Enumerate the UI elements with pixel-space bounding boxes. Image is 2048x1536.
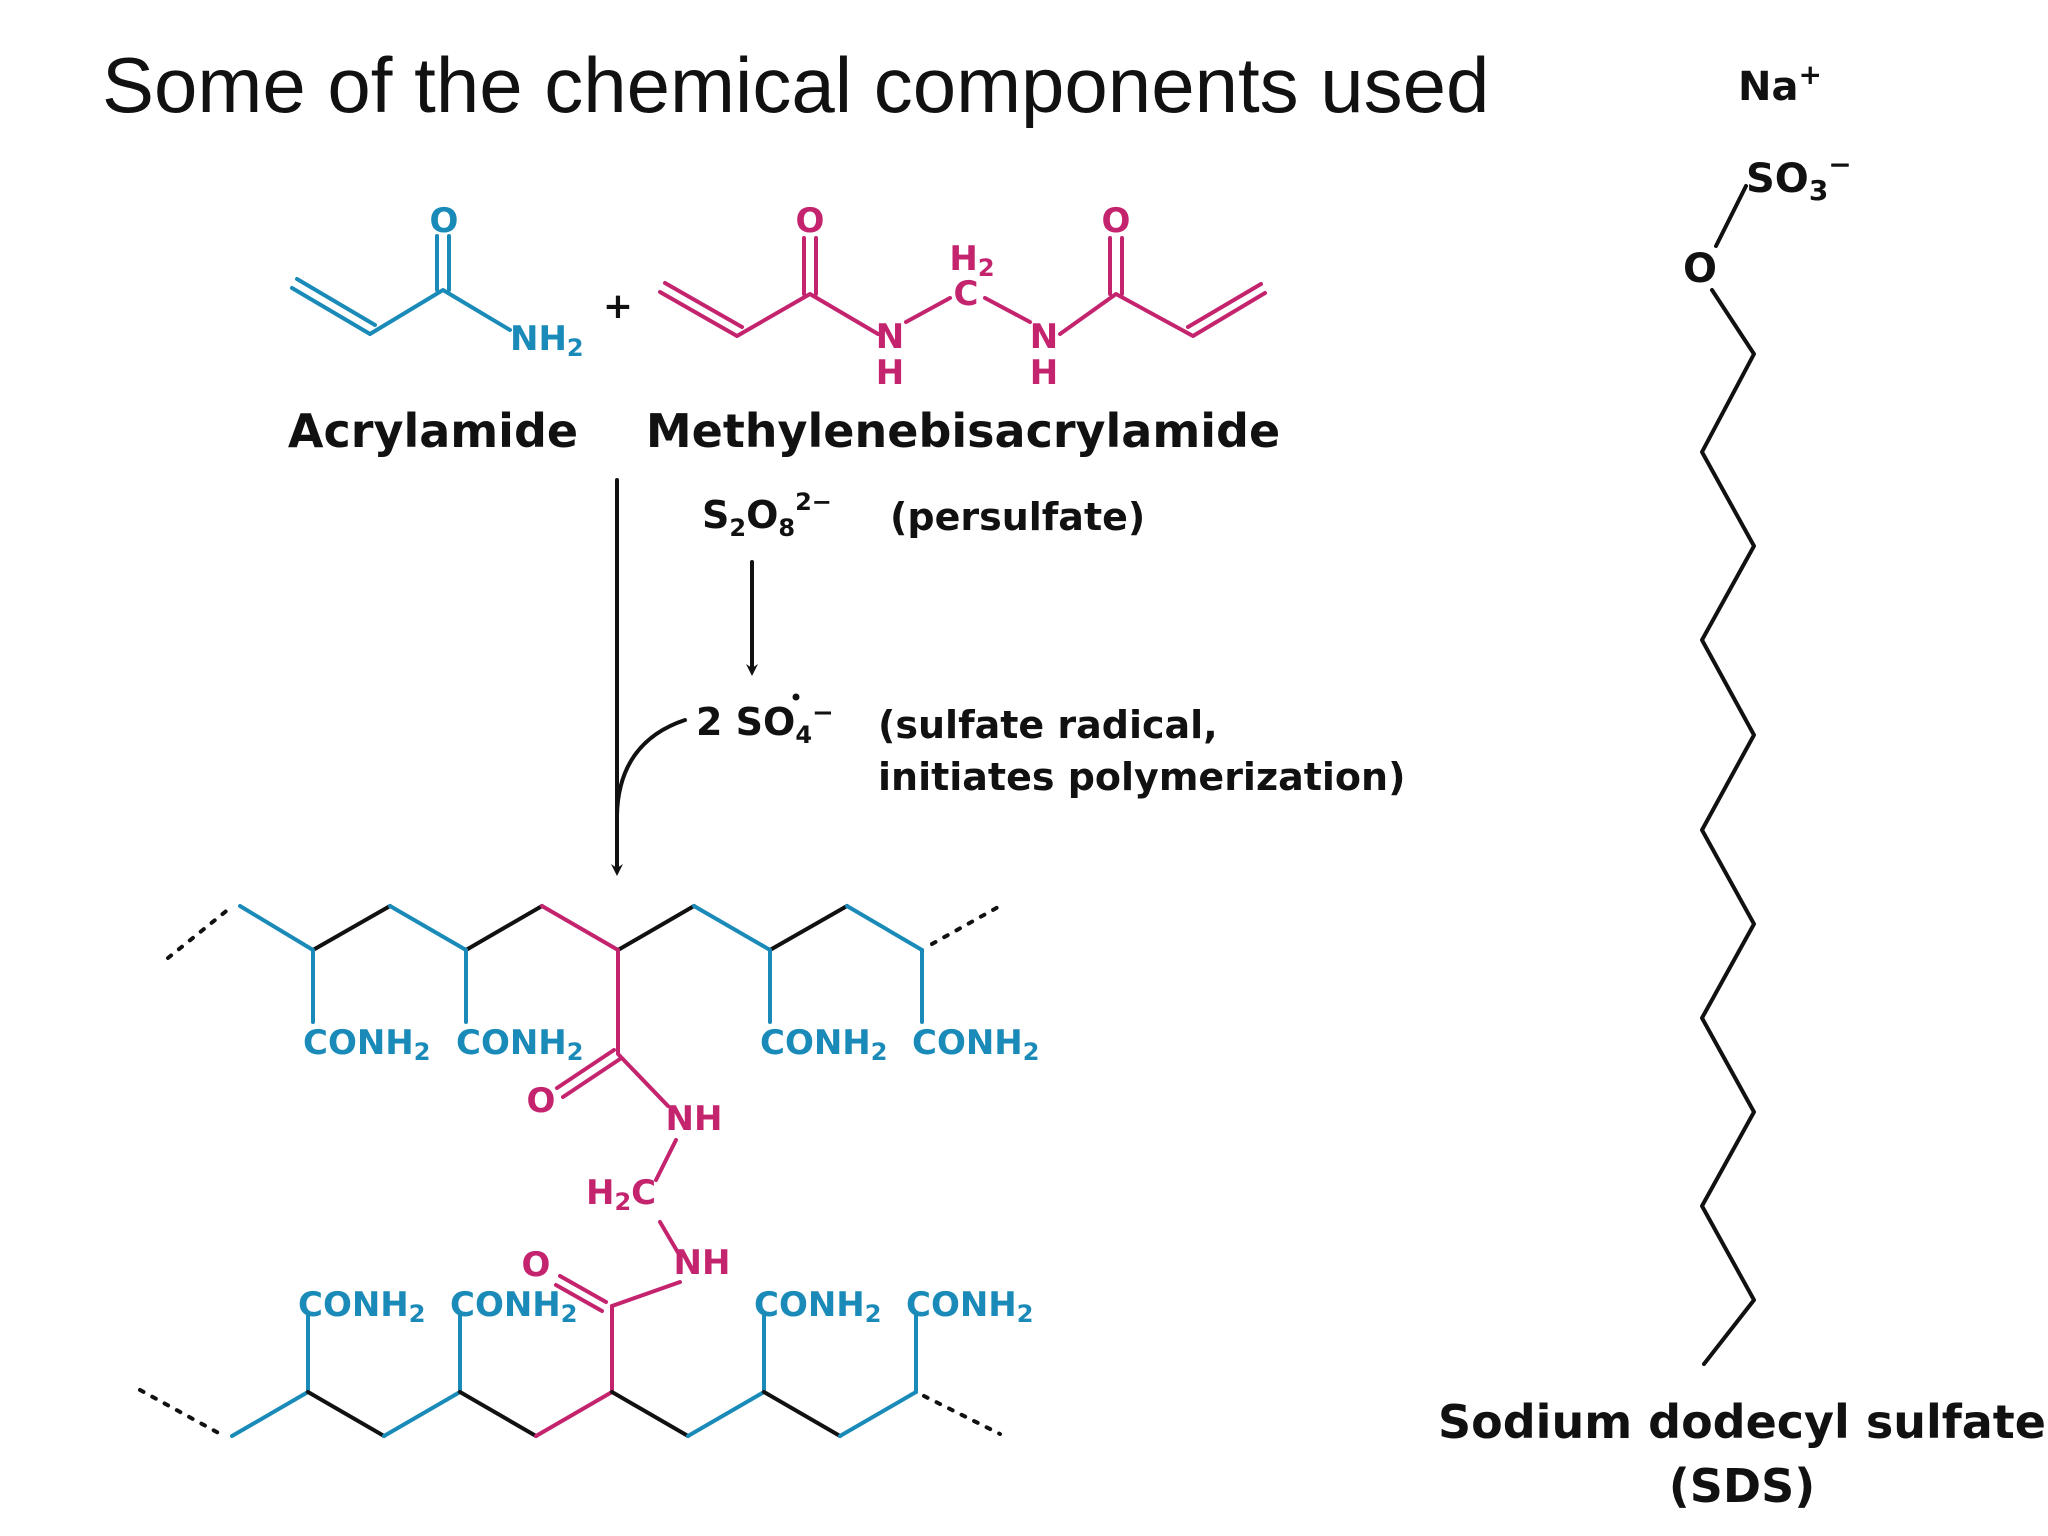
radical-label-line2: initiates polymerization) <box>878 755 1405 799</box>
bottom-seg-6 <box>610 1390 690 1438</box>
radical-formula: 2 SO4− <box>696 698 834 749</box>
bis-nc-bond-left <box>904 296 952 324</box>
top-seg-2 <box>311 904 392 952</box>
sds-sodium-ion: Na+ <box>1738 58 1822 110</box>
bis-left-skeleton <box>658 290 880 338</box>
polymer-bottom-chain: CONH2 CONH2 CONH2 CONH2 <box>138 1285 1033 1438</box>
crosslink-ch2-to-nh <box>658 1220 682 1258</box>
bottom-seg-3 <box>382 1390 462 1438</box>
top-seg-1 <box>238 904 315 952</box>
crosslink-bottom-co-2 <box>554 1283 604 1313</box>
top-chain-dots-right <box>930 904 1002 946</box>
bis-left-oxygen: O <box>796 201 825 241</box>
bis-nc-bond-right <box>983 296 1032 324</box>
crosslink-bottom-oxygen: O <box>522 1245 551 1285</box>
crosslink-top-co-2 <box>561 1057 622 1099</box>
sds-label-line1: Sodium dodecyl sulfate <box>1438 1395 2046 1449</box>
bis-left-double-bond <box>663 281 744 329</box>
top-seg-3 <box>388 904 468 952</box>
top-seg-9 <box>845 904 924 952</box>
sds-alkyl-chain <box>1700 288 1756 1366</box>
top-conh2-1: CONH2 <box>303 1023 430 1066</box>
radical-dot <box>792 693 800 701</box>
top-conh2-3: CONH2 <box>760 1023 887 1066</box>
crosslink-top-co <box>555 1048 616 1090</box>
sds-ester-oxygen: O <box>1683 246 1717 292</box>
methylenebisacrylamide-structure: O O N H N H C H2 <box>658 201 1267 393</box>
top-seg-4 <box>464 904 544 952</box>
persulfate-label: (persulfate) <box>890 495 1145 539</box>
crosslink-bottom-co <box>558 1274 608 1304</box>
bottom-seg-7 <box>686 1390 766 1438</box>
bottom-seg-1 <box>230 1390 310 1438</box>
bis-right-double-bond <box>1186 282 1263 329</box>
sds-structure: Na+ SO3− O Sodium dodecyl sulfate (SDS) <box>1438 58 2046 1513</box>
top-seg-5 <box>540 904 620 952</box>
top-seg-8 <box>768 904 849 952</box>
bottom-seg-2 <box>306 1390 386 1438</box>
bis-left-hydrogen: H <box>876 353 904 393</box>
bottom-seg-9 <box>838 1390 918 1438</box>
crosslink-top-carbonyl-carbon <box>616 948 670 1108</box>
bottom-conh2-3: CONH2 <box>754 1285 881 1328</box>
plus-sign: + <box>603 286 633 327</box>
crosslink-nh-to-carbonyl <box>610 1280 682 1308</box>
bottom-conh2-1: CONH2 <box>298 1285 425 1328</box>
crosslink-top-oxygen: O <box>527 1081 556 1121</box>
top-seg-6 <box>616 904 696 952</box>
bottom-conh2-2: CONH2 <box>450 1285 577 1328</box>
top-conh2-4: CONH2 <box>912 1023 1039 1066</box>
top-seg-7 <box>692 904 772 952</box>
sds-sulfonate: SO3− <box>1746 148 1852 207</box>
bis-right-hydrogen: H <box>1030 353 1058 393</box>
bottom-chain-dots-right <box>922 1394 1002 1436</box>
radical-label-line1: (sulfate radical, <box>878 703 1218 747</box>
crosslink-top-nh: NH <box>666 1099 723 1139</box>
top-conh2-2: CONH2 <box>456 1023 583 1066</box>
acrylamide-label: Acrylamide <box>288 404 578 458</box>
methylenebisacrylamide-label: Methylenebisacrylamide <box>646 404 1280 458</box>
acrylamide-structure: O NH2 <box>290 201 584 362</box>
bis-right-oxygen: O <box>1102 201 1131 241</box>
bis-left-nitrogen: N <box>876 317 904 357</box>
bottom-seg-4 <box>458 1390 538 1438</box>
crosslink-nh-to-ch2 <box>654 1138 678 1182</box>
acrylamide-oxygen: O <box>430 201 459 241</box>
bis-methylene-hydrogens: H2 <box>949 239 994 282</box>
radical-curved-arrow <box>615 718 687 817</box>
bottom-chain-dots-left <box>138 1388 226 1438</box>
sds-s-o-bond <box>1714 184 1748 248</box>
polymer-top-chain: CONH2 CONH2 CONH2 CONH2 <box>166 904 1039 1066</box>
crosslink-bottom-nh: NH <box>674 1243 731 1283</box>
page-title: Some of the chemical components used <box>102 41 1489 129</box>
persulfate-formula: S2O82− <box>702 488 832 542</box>
crosslink-methylene: H2C <box>586 1173 656 1216</box>
acrylamide-amine: NH2 <box>510 319 584 362</box>
bis-right-skeleton <box>1058 291 1267 338</box>
bottom-conh2-4: CONH2 <box>906 1285 1033 1328</box>
acrylamide-skeleton <box>290 286 512 336</box>
bottom-seg-5 <box>534 1390 614 1438</box>
sds-label-line2: (SDS) <box>1669 1459 1816 1513</box>
bottom-seg-8 <box>762 1390 842 1438</box>
bis-right-nitrogen: N <box>1030 317 1058 357</box>
crosslink-bridge: O NH H2C NH O <box>522 948 731 1394</box>
acrylamide-double-bond <box>295 277 377 327</box>
bis-methylene-carbon: C <box>954 274 979 314</box>
top-chain-dots-left <box>166 906 232 960</box>
